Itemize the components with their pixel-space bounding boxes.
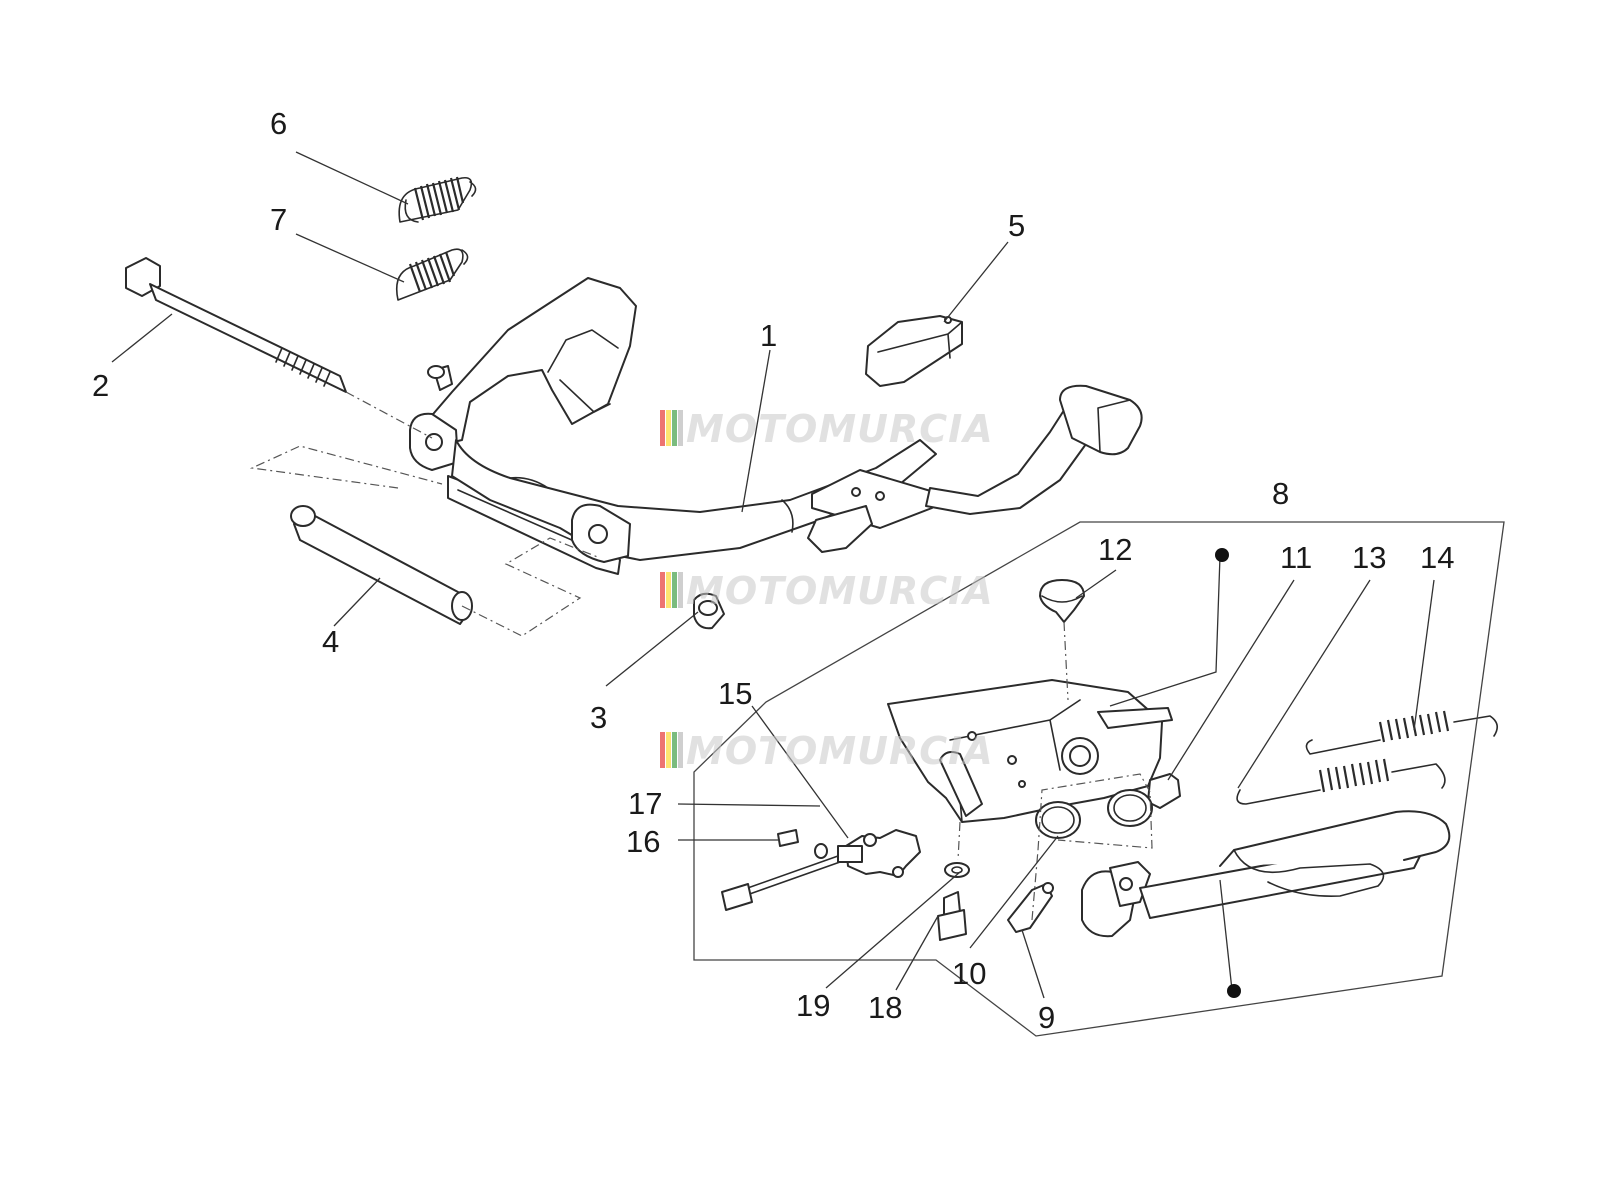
- watermark-stripe: [660, 572, 665, 608]
- watermark-3: MOTOMURCIA: [660, 729, 994, 773]
- callout-15: 15: [718, 676, 752, 711]
- watermark-stripe: [672, 572, 677, 608]
- watermark-stripe: [678, 732, 683, 768]
- watermark-stripe: [678, 410, 683, 446]
- callout-7: 7: [270, 202, 287, 237]
- tube-part-4: [290, 505, 473, 625]
- callout-6: 6: [270, 106, 287, 141]
- watermark-stripe: [660, 732, 665, 768]
- watermark-stripe: [666, 410, 671, 446]
- callout-2: 2: [92, 368, 109, 403]
- callout-10: 10: [952, 956, 986, 991]
- callout-12: 12: [1098, 532, 1132, 567]
- reference-dot-upper: [1215, 548, 1229, 562]
- watermark-1: MOTOMURCIA: [660, 407, 994, 451]
- rubber-pad-part-5: [865, 315, 963, 387]
- watermark-stripe: [660, 410, 665, 446]
- assembly-8-bracket: [693, 521, 1505, 1037]
- spring-part-7: [395, 248, 469, 301]
- assembly-guide-lines: [249, 391, 1153, 921]
- callout-9: 9: [1038, 1000, 1055, 1035]
- watermark-stripe: [672, 732, 677, 768]
- callout-11: 11: [1280, 540, 1312, 575]
- callout-5: 5: [1008, 208, 1025, 243]
- callout-14: 14: [1420, 540, 1454, 575]
- callout-1: 1: [760, 318, 777, 353]
- callout-17: 17: [628, 786, 662, 821]
- watermark-text: MOTOMURCIA: [686, 407, 994, 451]
- watermark-stripe: [666, 732, 671, 768]
- center-stand-part-1: [409, 277, 1143, 630]
- watermark-2: MOTOMURCIA: [660, 569, 994, 613]
- callout-3: 3: [590, 700, 607, 735]
- side-stand-assembly-part-8: [721, 579, 1498, 941]
- callout-16: 16: [626, 824, 660, 859]
- callout-numbers: 6 7 2 4 3 5 1 8 12 11 13 14 15 17 16 10 …: [92, 106, 1454, 1035]
- callout-18: 18: [868, 990, 902, 1025]
- callout-19: 19: [796, 988, 830, 1023]
- watermark-stripe: [672, 410, 677, 446]
- callout-8: 8: [1272, 476, 1289, 511]
- callout-leaders: [111, 151, 1435, 999]
- spring-part-6: [398, 176, 477, 223]
- reference-dot-lower: [1227, 984, 1241, 998]
- callout-13: 13: [1352, 540, 1386, 575]
- callout-4: 4: [322, 624, 339, 659]
- watermark-text: MOTOMURCIA: [686, 569, 994, 613]
- watermark-stripe: [666, 572, 671, 608]
- watermark-text: MOTOMURCIA: [686, 729, 994, 773]
- watermark-stripe: [678, 572, 683, 608]
